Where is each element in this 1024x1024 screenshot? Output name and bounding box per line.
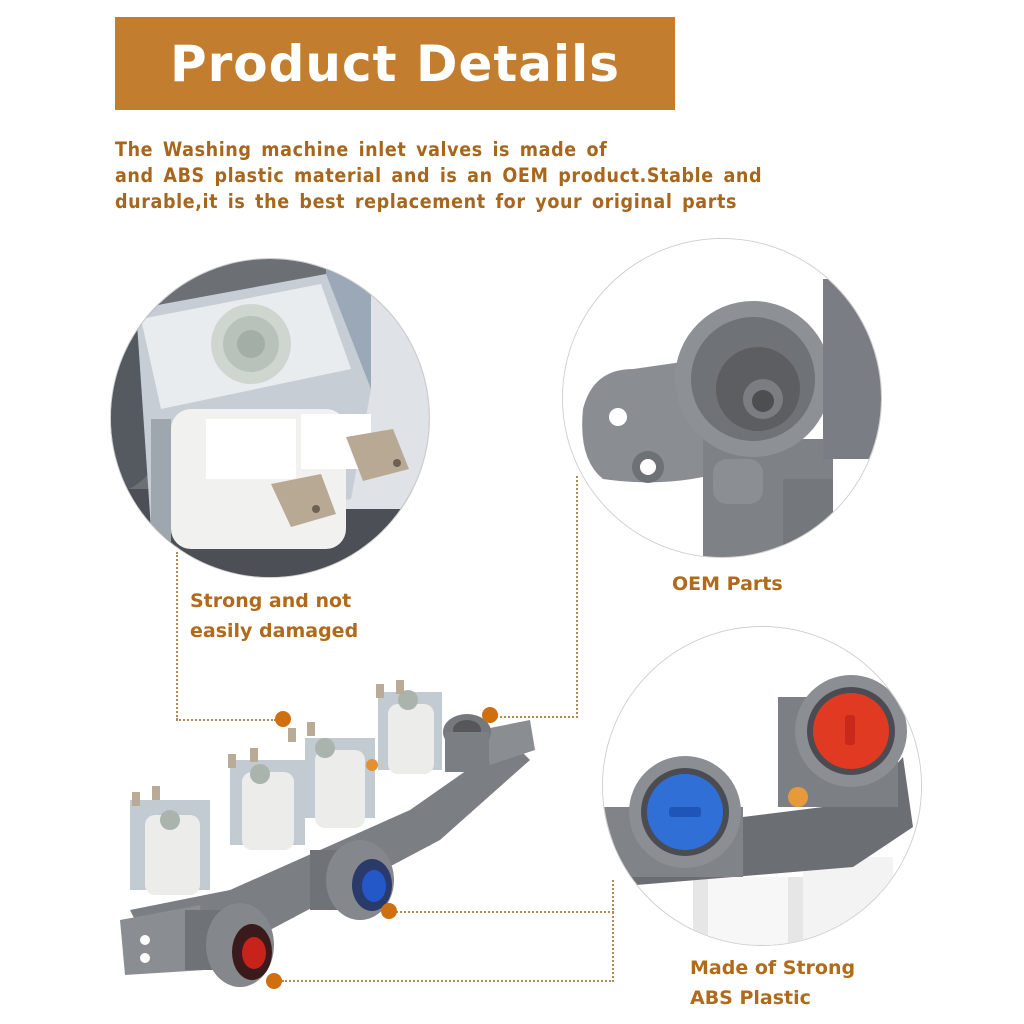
product-details-banner: Product Details (115, 17, 675, 110)
callout-label-outlet: OEM Parts (672, 569, 783, 599)
description-line-3: durable,it is the best replacement for y… (115, 190, 738, 213)
valve-assembly-illustration (120, 680, 535, 987)
connector-dot-cold-inlet (381, 903, 397, 919)
callout-label-inlets: Made of Strong ABS Plastic (690, 953, 855, 1013)
callout-label-solenoid: Strong and not easily damaged (190, 586, 358, 646)
connector-dot-solenoid (275, 711, 291, 727)
outlet-closeup-image (562, 238, 882, 558)
connector-line-cold-inlet (396, 911, 614, 913)
callout-solenoid-line-1: Strong and not (190, 590, 352, 612)
callout-inlets-line-1: Made of Strong (690, 957, 856, 979)
callout-inlets-line-2: ABS Plastic (690, 987, 811, 1009)
description-line-2: and ABS plastic material and is an OEM p… (115, 164, 763, 187)
connector-line-inlets-vertical (612, 880, 614, 982)
connector-line-solenoid-horizontal (176, 719, 276, 721)
connector-line-outlet-horizontal (496, 716, 578, 718)
inlets-closeup-image (602, 626, 922, 946)
connector-dot-hot-inlet (266, 973, 282, 989)
inlet-filters-illustration (603, 627, 921, 945)
outlet-connector-illustration (563, 239, 881, 557)
connector-dot-outlet (482, 707, 498, 723)
callout-outlet-line-1: OEM Parts (672, 573, 783, 595)
connector-line-hot-inlet (282, 980, 614, 982)
connector-line-solenoid-vertical (176, 552, 178, 720)
solenoid-illustration (111, 259, 429, 577)
description-line-1: The Washing machine inlet valves is made… (115, 138, 608, 161)
banner-title: Product Details (169, 34, 621, 93)
connector-line-outlet-vertical (576, 476, 578, 718)
valve-assembly-image (110, 670, 550, 1000)
product-description: The Washing machine inlet valves is made… (115, 137, 895, 215)
solenoid-closeup-image (110, 258, 430, 578)
callout-solenoid-line-2: easily damaged (190, 620, 359, 642)
